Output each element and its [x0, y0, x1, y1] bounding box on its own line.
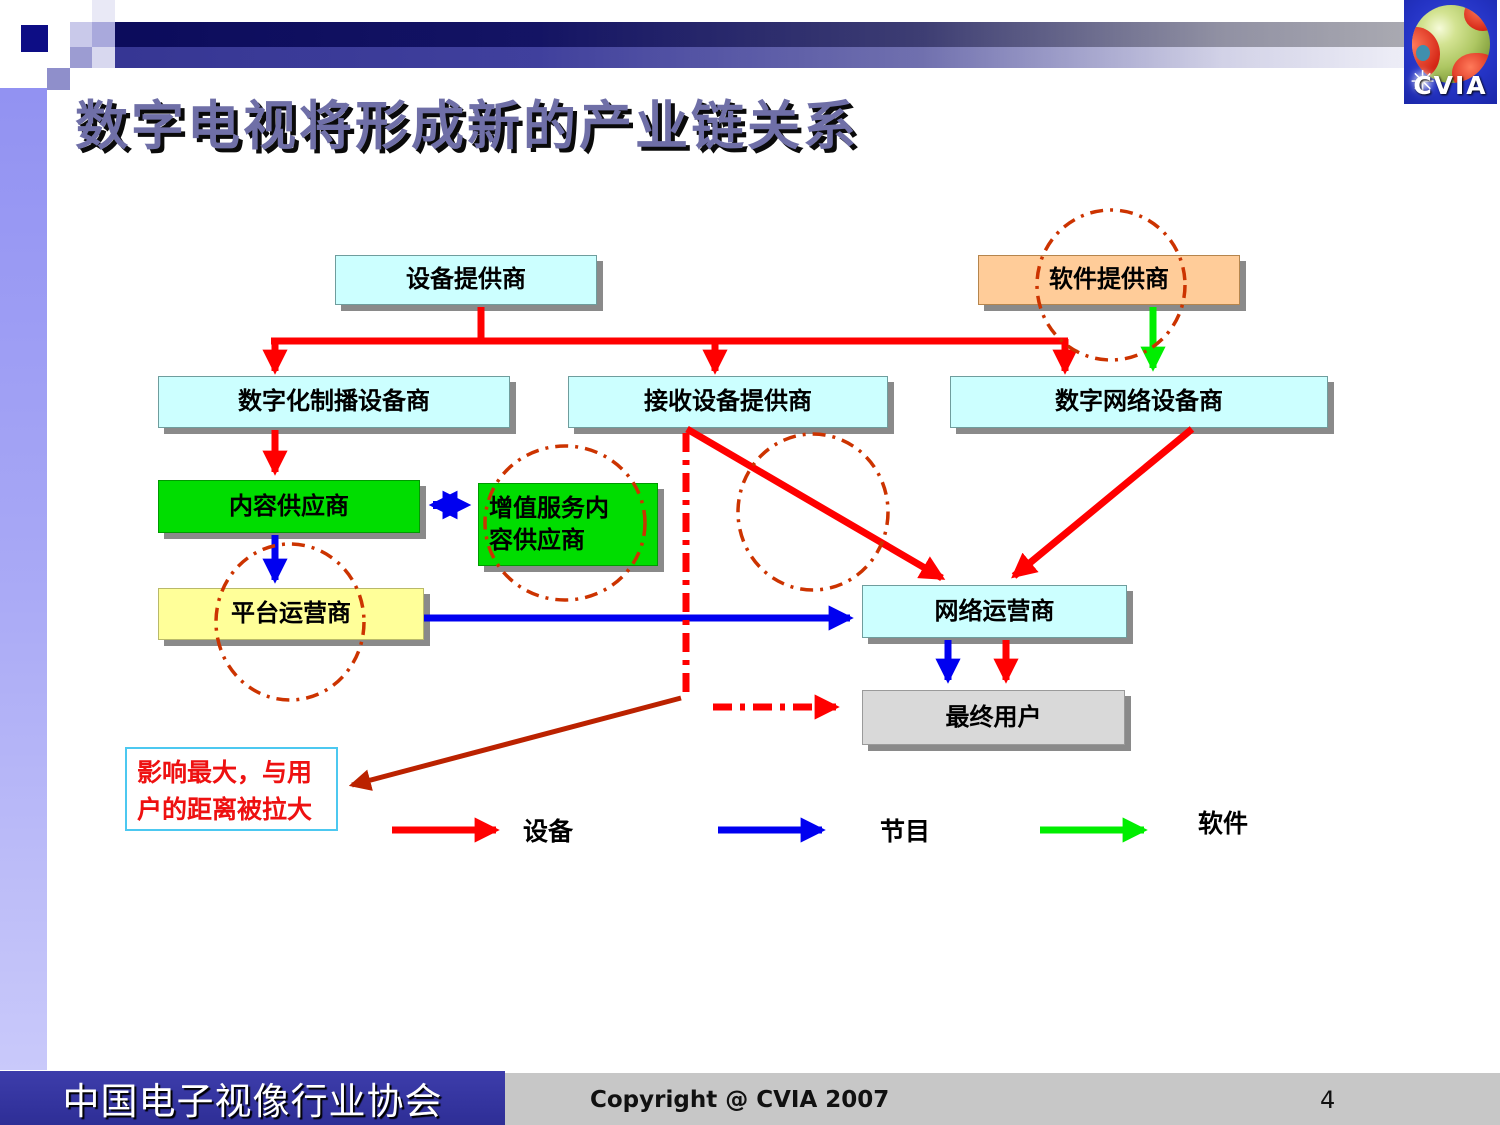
- corner-square-dark: [21, 25, 48, 52]
- footer-copyright: Copyright @ CVIA 2007: [590, 1087, 890, 1113]
- left-strip-decoration: [0, 88, 47, 1070]
- globe-patch: [1416, 45, 1430, 61]
- node-label-line: 容供应商: [489, 525, 585, 554]
- corner-square: [47, 68, 70, 90]
- arrow-to-annotation: [348, 695, 682, 791]
- annotation-line: 影响最大，与用: [137, 758, 313, 787]
- corner-square: [92, 0, 115, 22]
- page-number: 4: [1320, 1086, 1336, 1114]
- footer-organization: 中国电子视像行业协会: [62, 1080, 443, 1123]
- legend-label-software: 软件: [1198, 809, 1249, 838]
- globe-patch: [1464, 5, 1490, 31]
- footer-bar: [480, 1073, 1500, 1125]
- corner-square: [70, 47, 92, 68]
- arrow-receiving-to-network-operator: [685, 425, 946, 582]
- node-network-operator: 网络运营商: [862, 585, 1127, 638]
- globe-patch: [1452, 53, 1490, 83]
- node-receiving-equipment-provider: 接收设备提供商: [568, 376, 888, 428]
- annotation-box: 影响最大，与用 户的距离被拉大: [125, 747, 338, 831]
- node-platform-operator: 平台运营商: [158, 588, 424, 640]
- node-end-user: 最终用户: [862, 690, 1125, 745]
- node-digital-production-equipment: 数字化制播设备商: [158, 376, 510, 428]
- logo-text: CVIA: [1413, 71, 1488, 100]
- node-label-line: 增值服务内: [489, 494, 609, 523]
- node-content-provider: 内容供应商: [158, 480, 420, 533]
- node-value-added-content-provider: 增值服务内 容供应商: [478, 483, 658, 566]
- dashdot-circle-middle: [736, 432, 890, 592]
- node-digital-network-equipment: 数字网络设备商: [950, 376, 1328, 428]
- legend-label-equipment: 设备: [523, 817, 574, 846]
- top-bar-decoration: [115, 22, 1418, 68]
- slide-title: 数字电视将形成新的产业链关系: [75, 96, 859, 157]
- cvia-logo: ✳ CVIA: [1404, 0, 1497, 104]
- arrow-network-equipment-to-network-operator: [1011, 426, 1195, 579]
- footer-organization-bar: 中国电子视像行业协会: [0, 1071, 505, 1125]
- corner-square: [92, 47, 115, 68]
- legend-label-program: 节目: [880, 817, 931, 846]
- annotation-line: 户的距离被拉大: [137, 795, 313, 824]
- corner-square: [70, 22, 92, 47]
- node-equipment-provider: 设备提供商: [335, 255, 597, 305]
- sparkle-icon: ✳: [1410, 65, 1436, 100]
- node-software-provider: 软件提供商: [978, 255, 1240, 305]
- corner-square: [92, 22, 115, 47]
- globe-icon: [1412, 5, 1490, 83]
